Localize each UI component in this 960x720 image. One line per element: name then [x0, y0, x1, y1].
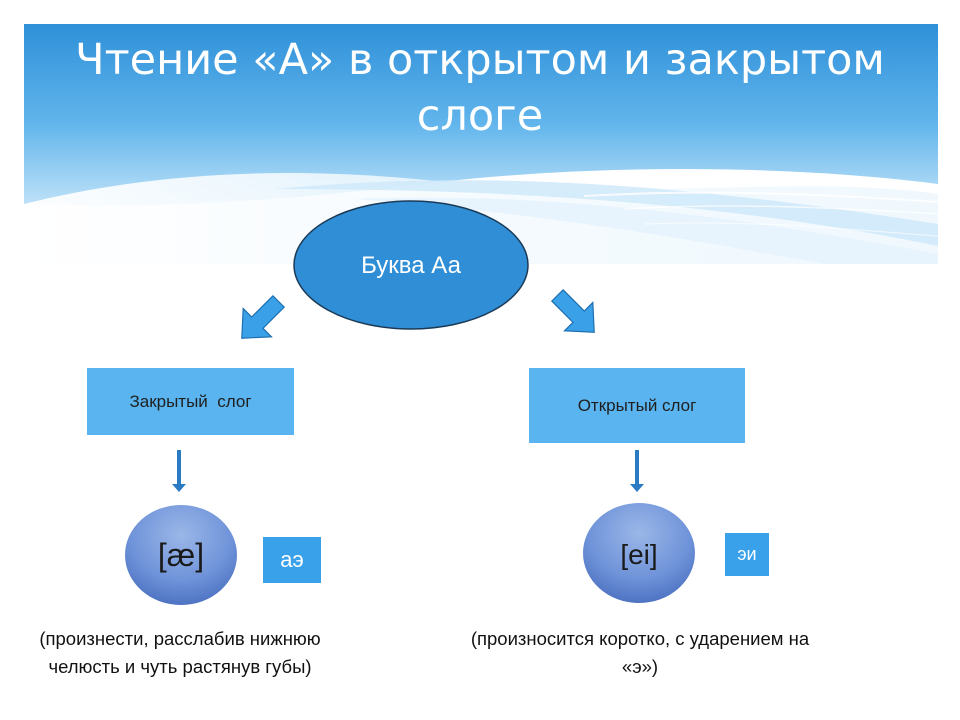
- hint-tag-closed: [263, 537, 321, 583]
- down-arrow-open-icon: [630, 450, 644, 492]
- closed-syllable-box: [87, 368, 294, 435]
- hint-closed: аэ: [280, 547, 304, 572]
- transcription-circle-closed: [125, 505, 237, 605]
- hint-tag-open: [725, 533, 769, 576]
- arrow-to-open-icon: [550, 288, 595, 333]
- closed-syllable-label: Закрытый слог: [129, 391, 252, 411]
- slide-title: Чтение «А» в открытом и закрытом слоге: [75, 35, 885, 141]
- transcription-circle-open: [583, 503, 695, 603]
- open-syllable-box: [529, 368, 745, 443]
- open-syllable-label: Открытый слог: [577, 395, 697, 415]
- note-open: (произносится коротко, с ударением на «э…: [470, 628, 810, 677]
- arrow-to-closed-icon: [241, 294, 286, 339]
- transcription-closed: [æ]: [157, 536, 205, 573]
- root-ellipse: [293, 200, 529, 330]
- hint-open: эи: [737, 544, 757, 564]
- transcription-open: [ei]: [620, 539, 658, 570]
- root-node-label: Буква Аа: [361, 252, 461, 279]
- note-closed: (произнести, расслабив нижнюю челюсть и …: [39, 628, 321, 677]
- down-arrow-closed-icon: [172, 450, 186, 492]
